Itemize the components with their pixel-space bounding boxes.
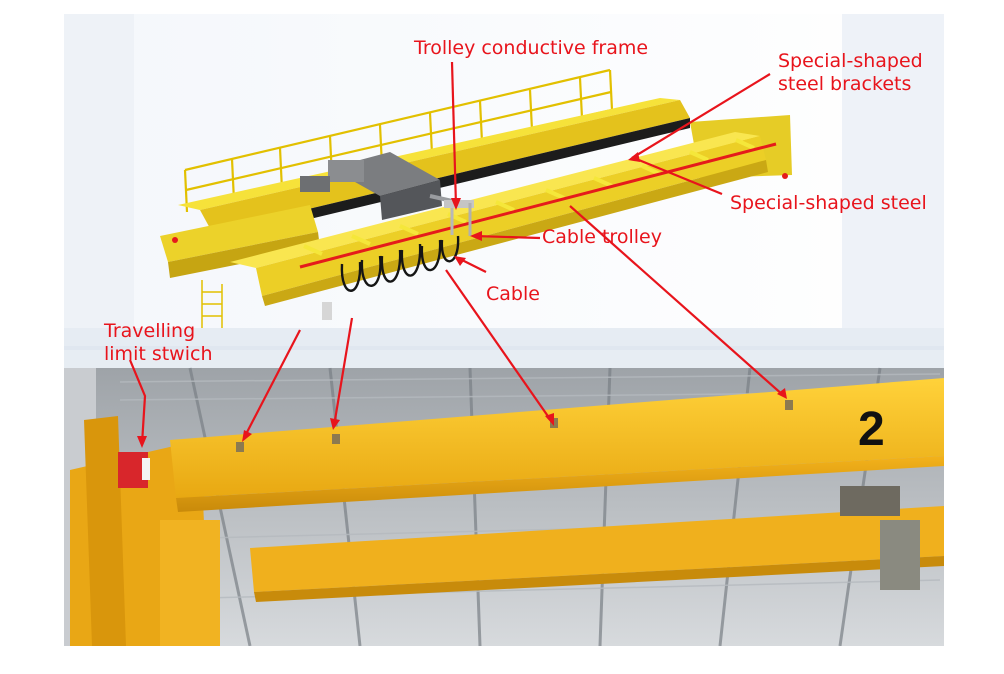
special-shaped-steel [299,142,777,269]
crane-render [160,68,792,328]
beam-number: 2 [858,403,885,456]
label-trolley-conductive-frame: Trolley conductive frame [414,37,649,59]
render-limit-switch [322,302,332,320]
factory-photo [64,367,944,669]
label-brackets-line1: Special-shaped [778,50,923,72]
label-cable-trolley: Cable trolley [542,226,662,248]
rear-girder-photo [250,506,944,602]
festoon-cable [340,235,460,292]
label-limit-line2: limit stwich [104,343,213,365]
arrow-heads [137,152,787,448]
label-brackets-line2: steel brackets [778,73,912,95]
trolley-conductive-frame [444,200,474,236]
hoist-trolley [300,152,471,220]
front-girder-photo [170,378,944,512]
label-travelling-limit-switch: Travelling limit stwich [104,320,213,366]
steel-brackets [303,138,755,256]
label-limit-line1: Travelling [104,320,196,342]
limit-switch-photo [118,452,150,488]
annotation-arrows [128,61,785,445]
access-ladder [201,280,223,328]
render-panel [64,14,944,368]
label-cable: Cable [486,283,540,305]
label-special-shaped-steel: Special-shaped steel [730,192,927,214]
label-special-shaped-steel-brackets: Special-shaped steel brackets [778,50,923,96]
